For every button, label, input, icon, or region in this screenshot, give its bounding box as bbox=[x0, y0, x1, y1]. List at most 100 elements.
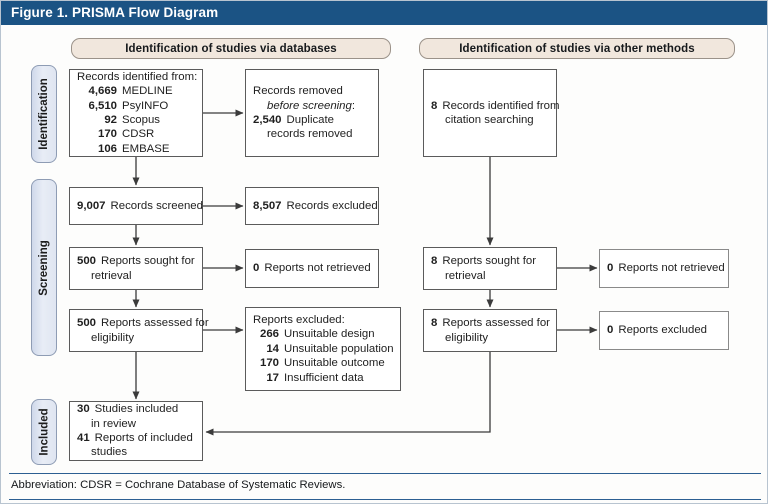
box-other-reports-excluded: 0 Reports excluded bbox=[599, 311, 729, 350]
records-identified-item: 170 CDSR bbox=[77, 127, 195, 141]
citation-identified-count: 8 bbox=[431, 99, 438, 112]
other-reports-excluded-count: 0 bbox=[607, 324, 614, 337]
included-studies-count: 30 bbox=[77, 403, 90, 416]
records-removed-count: 2,540 bbox=[253, 113, 282, 126]
reports-excluded-item-label: Unsuitable design bbox=[284, 328, 375, 341]
records-screened-label: Records screened bbox=[110, 199, 203, 212]
other-reports-not-retrieved-label: Reports not retrieved bbox=[618, 262, 725, 275]
reports-excluded-intro: Reports excluded: bbox=[253, 314, 345, 327]
column-header-other-methods: Identification of studies via other meth… bbox=[419, 38, 735, 59]
box-other-reports-assessed: 8 Reports assessed for eligibility bbox=[423, 309, 557, 352]
records-identified-item-count: 4,669 bbox=[88, 85, 117, 98]
records-removed-line1: Records removed bbox=[253, 85, 343, 98]
included-reports-label: Reports of included bbox=[94, 432, 193, 444]
stage-label-identification: Identification bbox=[31, 65, 57, 163]
reports-sought-label2: retrieval bbox=[91, 269, 132, 282]
records-removed-before-screening: before screening bbox=[267, 99, 352, 112]
other-reports-excluded-label: Reports excluded bbox=[618, 324, 707, 337]
reports-excluded-item-label: Unsuitable outcome bbox=[284, 357, 385, 370]
other-reports-assessed-label: Reports assessed for bbox=[442, 317, 550, 330]
reports-excluded-item-count: 14 bbox=[266, 342, 279, 355]
stage-label-included: Included bbox=[31, 399, 57, 465]
records-excluded-row: 8,507 Records excluded bbox=[253, 199, 378, 213]
included-studies-row: 30 Studies included bbox=[77, 402, 195, 416]
reports-excluded-item-label: Unsuitable population bbox=[284, 342, 394, 355]
box-reports-not-retrieved: 0 Reports not retrieved bbox=[245, 249, 379, 288]
box-records-removed: Records removed before screening: 2,540 D… bbox=[245, 69, 379, 157]
reports-sought-row: 500 Reports sought for bbox=[77, 254, 195, 268]
records-excluded-label: Records excluded bbox=[286, 199, 378, 212]
records-removed-count-row: 2,540 Duplicate bbox=[253, 113, 371, 127]
reports-excluded-item-label: Insufficient data bbox=[284, 371, 364, 384]
included-reports-row: 41 Reports of included bbox=[77, 431, 195, 445]
column-header-other-methods-text: Identification of studies via other meth… bbox=[459, 42, 695, 55]
box-reports-sought: 500 Reports sought for retrieval bbox=[69, 247, 203, 290]
reports-excluded-item: 17 Insufficient data bbox=[253, 371, 393, 385]
included-reports-label2: studies bbox=[91, 446, 128, 459]
page-title: Figure 1. PRISMA Flow Diagram bbox=[11, 5, 219, 20]
records-removed-label2: records removed bbox=[267, 128, 353, 141]
citation-identified-label: Records identified from bbox=[442, 99, 560, 112]
reports-excluded-item-count: 17 bbox=[266, 371, 279, 384]
records-identified-item: 106 EMBASE bbox=[77, 142, 195, 156]
records-identified-item-count: 92 bbox=[104, 113, 117, 126]
footnote-text: Abbreviation: CDSR = Cochrane Database o… bbox=[11, 479, 346, 491]
records-identified-item-count: 6,510 bbox=[88, 99, 117, 112]
reports-not-retrieved-count: 0 bbox=[253, 262, 260, 275]
records-screened-row: 9,007 Records screened bbox=[77, 199, 203, 213]
other-reports-assessed-label2: eligibility bbox=[445, 331, 489, 344]
reports-not-retrieved-row: 0 Reports not retrieved bbox=[253, 261, 371, 275]
records-identified-item-label: MEDLINE bbox=[122, 85, 173, 98]
stage-label-included-text: Included bbox=[38, 408, 51, 456]
box-records-screened: 9,007 Records screened bbox=[69, 187, 203, 225]
reports-assessed-label: Reports assessed for bbox=[101, 317, 209, 330]
reports-excluded-item: 14 Unsuitable population bbox=[253, 342, 393, 356]
reports-excluded-item-count: 170 bbox=[259, 357, 279, 370]
other-reports-assessed-row: 8 Reports assessed for bbox=[431, 316, 550, 330]
reports-assessed-count: 500 bbox=[77, 317, 97, 330]
records-screened-count: 9,007 bbox=[77, 199, 106, 212]
stage-label-screening-text: Screening bbox=[37, 239, 50, 296]
records-identified-item-label: PsyINFO bbox=[122, 99, 169, 112]
box-records-excluded: 8,507 Records excluded bbox=[245, 187, 379, 225]
other-reports-excluded-row: 0 Reports excluded bbox=[607, 323, 721, 337]
reports-not-retrieved-label: Reports not retrieved bbox=[264, 262, 371, 275]
included-studies-label: Studies included bbox=[94, 403, 179, 416]
other-reports-assessed-count: 8 bbox=[431, 317, 438, 330]
records-excluded-count: 8,507 bbox=[253, 199, 282, 212]
reports-sought-label: Reports sought for bbox=[101, 255, 195, 268]
reports-sought-count: 500 bbox=[77, 255, 97, 268]
column-header-databases-text: Identification of studies via databases bbox=[125, 42, 337, 55]
footnote-rule: Abbreviation: CDSR = Cochrane Database o… bbox=[9, 473, 761, 491]
other-reports-sought-label2: retrieval bbox=[445, 269, 486, 282]
column-header-databases: Identification of studies via databases bbox=[71, 38, 391, 59]
other-reports-sought-label: Reports sought for bbox=[442, 255, 537, 268]
records-removed-colon: : bbox=[351, 99, 356, 112]
records-identified-item-label: CDSR bbox=[122, 128, 155, 141]
stage-label-screening: Screening bbox=[31, 179, 57, 356]
reports-excluded-item: 170 Unsuitable outcome bbox=[253, 356, 393, 370]
records-removed-line2: before screening: bbox=[253, 99, 371, 113]
records-identified-item: 6,510 PsyINFO bbox=[77, 99, 195, 113]
records-identified-item-count: 170 bbox=[97, 128, 117, 141]
records-identified-item-count: 106 bbox=[97, 142, 117, 155]
records-identified-item-label: EMBASE bbox=[122, 142, 170, 155]
included-studies-label2: in review bbox=[91, 417, 136, 430]
citation-identified-row: 8 Records identified from bbox=[431, 99, 559, 113]
stage-label-identification-text: Identification bbox=[37, 78, 50, 150]
box-included: 30 Studies included in review 41 Reports o… bbox=[69, 401, 203, 461]
records-identified-item: 4,669 MEDLINE bbox=[77, 84, 195, 98]
reports-assessed-row: 500 Reports assessed for bbox=[77, 316, 209, 330]
records-removed-label: Duplicate bbox=[286, 113, 335, 126]
included-reports-count: 41 bbox=[77, 432, 90, 444]
footer-bottom-rule bbox=[9, 499, 761, 500]
